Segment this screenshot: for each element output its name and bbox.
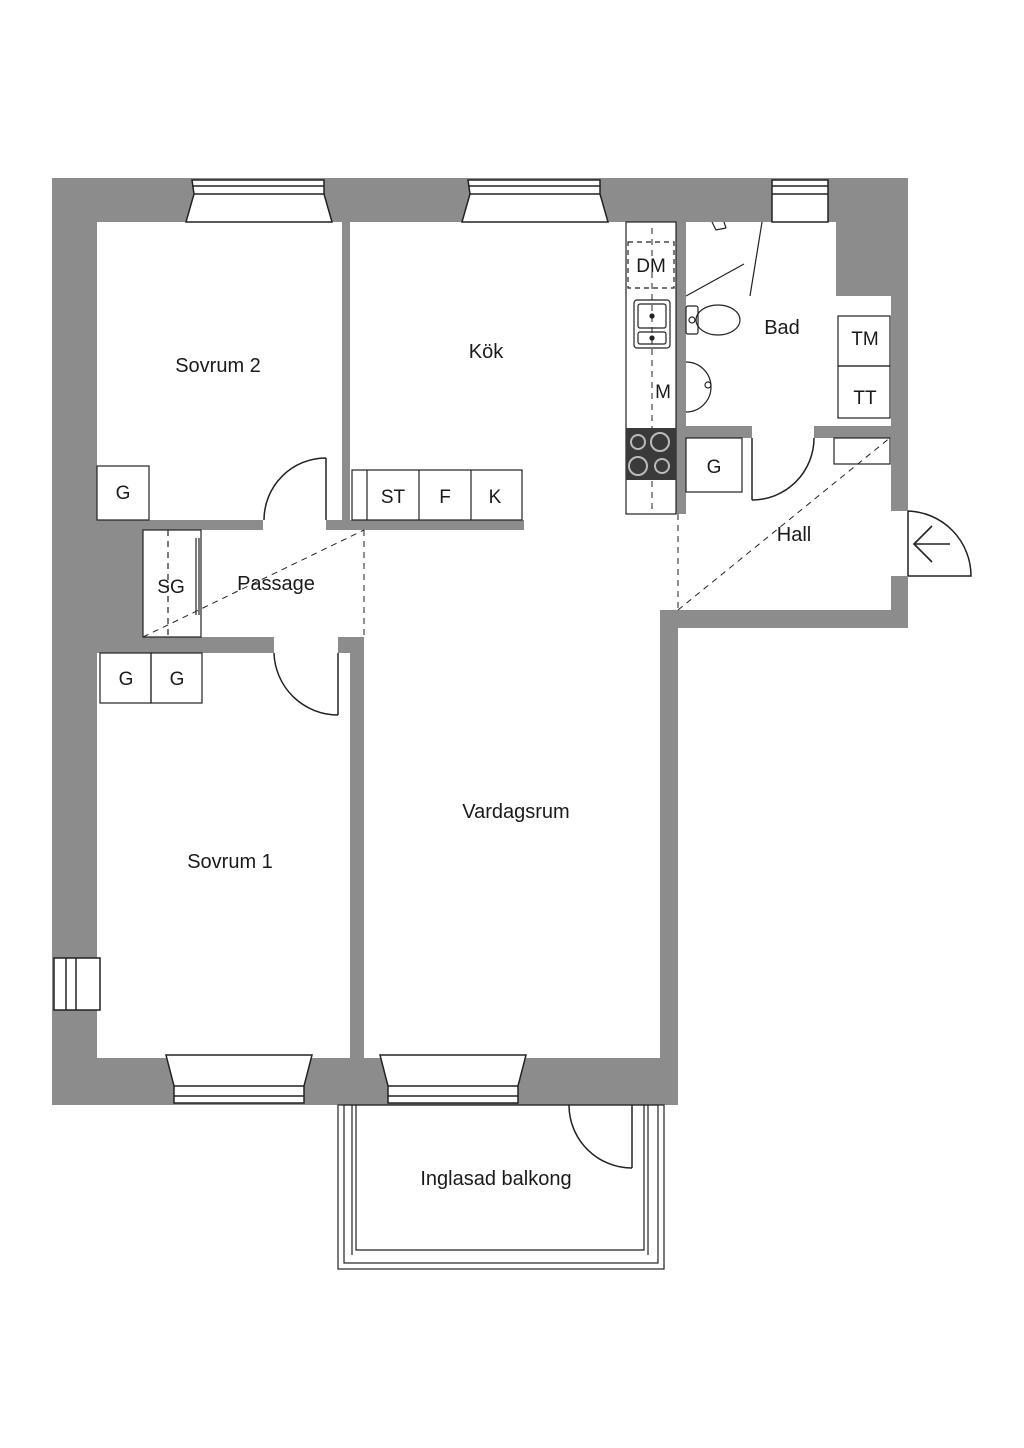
wall-balcony-right [524,1058,568,1105]
washbasin-icon [685,361,712,413]
bathroom-fixtures [685,221,891,465]
fixture-labels: G G G G SG ST F K DM M TM TT [116,256,879,690]
wall-sovrum2-bottom-right [326,520,350,530]
label-wardrobe-hall: G [707,457,722,478]
label-microwave: M [655,382,671,403]
label-passage: Passage [237,573,315,595]
sliding-wardrobe [142,529,202,638]
wardrobe-sovrum1-b [150,652,203,704]
wall-bad-bottom [686,426,752,438]
door-balkong [568,1104,633,1169]
door-entrance [907,510,972,577]
kitchen-tall-units [351,469,523,521]
label-wardrobe-sovrum1-a: G [119,669,134,690]
label-balkong: Inglasad balkong [420,1168,571,1190]
wall-kitchen-counter [350,520,524,530]
wall-passage-left [97,530,143,640]
sink-icon [633,299,671,349]
wall-kitchen-bad [676,222,686,514]
label-dishwasher: DM [636,256,666,277]
wall-sovrum1-top-right [338,637,364,653]
label-bad: Bad [764,317,800,339]
label-wardrobe-sovrum1-b: G [170,669,185,690]
shower-icon [685,221,763,297]
window-bad [771,179,829,223]
label-vardagsrum: Vardagsrum [462,801,569,823]
label-sovrum2: Sovrum 2 [175,355,261,377]
wall-sovrum2-bottom [97,520,263,530]
wall-sovrum1-vardagsrum [350,650,364,1060]
room-labels: Sovrum 2 Kök Bad Passage Hall Vardagsrum… [175,317,811,1190]
balcony [337,1104,665,1270]
door-sovrum1 [273,652,339,716]
wall-entrance-bottom [891,576,908,628]
label-wardrobe-sovrum2: G [116,483,131,504]
toilet-icon [685,304,741,336]
wardrobes [96,437,743,704]
tumble-dryer [837,365,891,419]
wardrobe-hall [685,437,743,493]
label-kok: Kök [469,341,504,363]
doors [263,437,972,1169]
arrow-left-icon [912,525,950,563]
label-fridge: K [489,487,502,508]
label-tumble-dryer: TT [853,388,877,409]
label-washing-machine: TM [851,329,878,350]
windows [53,179,829,1104]
window-sovrum1-side [53,957,101,1011]
wall-entrance-top [891,437,908,511]
label-hall: Hall [777,524,811,546]
stove-icon [626,428,676,480]
kitchen-counter [625,221,677,515]
label-storage-cabinet: ST [381,487,406,508]
walls [52,178,908,1105]
label-sliding-wardrobe: SG [157,577,184,598]
wall-sovrum1-top [97,637,274,653]
door-sovrum2 [263,457,327,521]
dishwasher [627,241,675,289]
label-sovrum1: Sovrum 1 [187,851,273,873]
wall-bad-bottom-right [814,426,891,438]
wall-balcony-gap [310,1058,384,1105]
door-bad [751,437,815,501]
label-freezer: F [439,487,451,508]
wardrobe-sovrum2 [96,465,150,521]
wall-sovrum2-kok [342,222,350,522]
wall-balcony-right2 [632,1058,678,1105]
hall-cabinet [833,437,891,465]
